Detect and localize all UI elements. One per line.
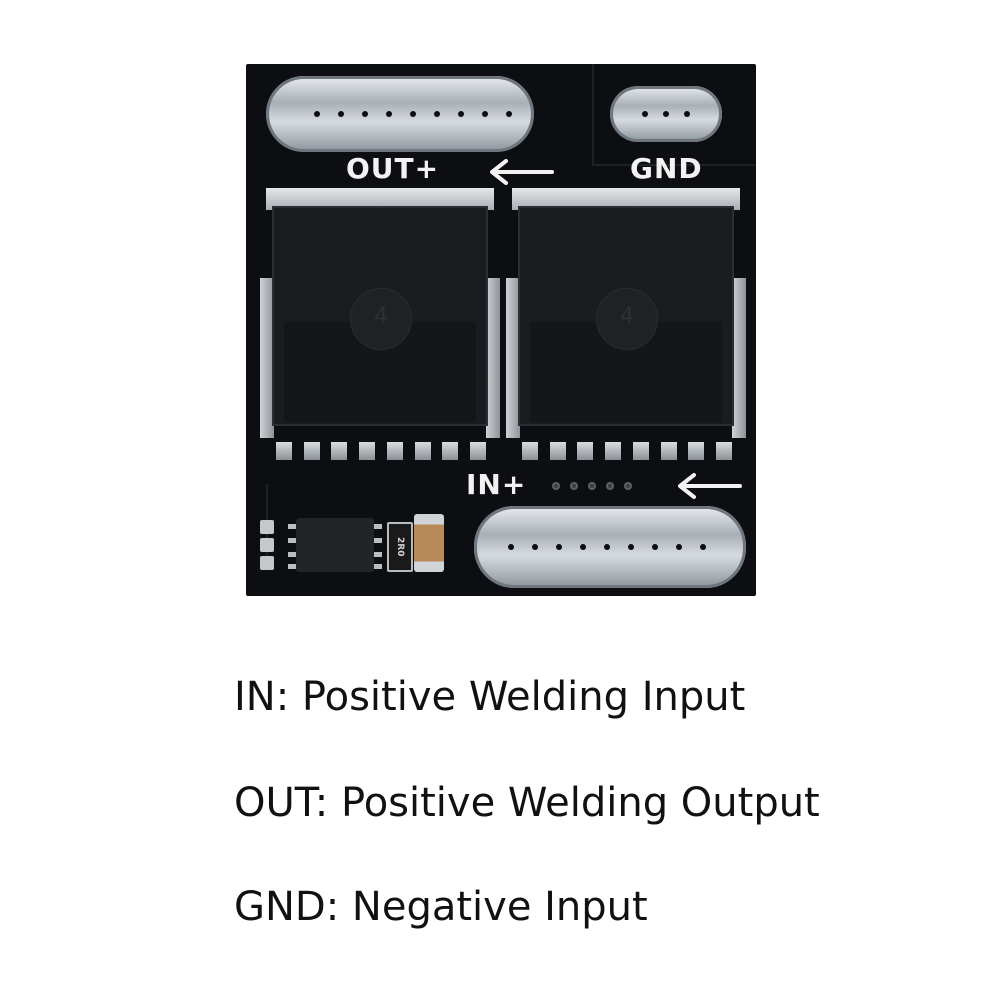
- pad-hole: [508, 544, 514, 550]
- left-arrow-icon: [490, 159, 554, 185]
- mosfet-pin: [276, 442, 292, 460]
- pad-hole: [604, 544, 610, 550]
- mosfet-pin: [303, 442, 320, 460]
- pad-hole: [628, 544, 634, 550]
- mosfet-tab: [512, 188, 740, 210]
- pad-hole: [580, 544, 586, 550]
- caption-out: OUT: Positive Welding Output: [234, 780, 820, 826]
- chip-leg: [288, 552, 296, 557]
- mosfet-pin: [469, 442, 486, 460]
- mosfet-side-lead: [260, 278, 274, 438]
- mosfet-pin: [715, 442, 732, 460]
- mosfet-pin: [605, 442, 622, 460]
- via: [570, 482, 578, 490]
- in-solder-pad: [474, 506, 746, 588]
- pad-hole: [386, 111, 392, 117]
- via: [552, 482, 560, 490]
- pad-hole: [700, 544, 706, 550]
- chip-leg: [288, 538, 296, 543]
- mosfet-pin: [331, 442, 348, 460]
- pad-hole: [684, 111, 690, 117]
- mosfet-side-lead: [486, 278, 500, 438]
- chip-leg: [288, 524, 296, 529]
- mosfet-tab: [266, 188, 494, 210]
- pad-hole: [556, 544, 562, 550]
- via: [588, 482, 596, 490]
- mosfet-side-lead: [506, 278, 520, 438]
- ic-chip: [296, 518, 374, 572]
- pad-hole: [338, 111, 344, 117]
- capacitor: [414, 514, 444, 572]
- chip-leg: [374, 564, 382, 569]
- mosfet-right: 4: [506, 188, 746, 460]
- chip-leg: [288, 564, 296, 569]
- mosfet-pin: [359, 442, 376, 460]
- smd-pad: [260, 520, 274, 534]
- pad-hole: [458, 111, 464, 117]
- pad-hole: [663, 111, 669, 117]
- gnd-label: GND: [630, 152, 703, 185]
- board-trace: [592, 164, 756, 166]
- mosfet-pin: [442, 442, 459, 460]
- board-trace: [592, 64, 594, 164]
- mosfet-left: 4: [260, 188, 500, 460]
- mosfet-pin: [632, 442, 649, 460]
- smd-pad: [260, 556, 274, 570]
- caption-in: IN: Positive Welding Input: [234, 674, 746, 720]
- mosfet-marking: 4: [596, 288, 658, 350]
- pad-hole: [410, 111, 416, 117]
- mosfet-pins: [522, 442, 732, 462]
- gnd-solder-pad: [610, 86, 722, 142]
- pad-hole: [652, 544, 658, 550]
- pad-hole: [314, 111, 320, 117]
- mosfet-pin: [577, 442, 594, 460]
- pad-hole: [506, 111, 512, 117]
- caption-gnd: GND: Negative Input: [234, 884, 648, 930]
- mosfet-pin: [660, 442, 677, 460]
- mosfet-side-lead: [732, 278, 746, 438]
- smd-pad: [260, 538, 274, 552]
- resistor: 2R0: [387, 522, 413, 572]
- via: [624, 482, 632, 490]
- mosfet-pin: [522, 442, 538, 460]
- chip-leg: [374, 524, 382, 529]
- out-solder-pad: [266, 76, 534, 152]
- chip-leg: [374, 538, 382, 543]
- left-arrow-icon: [678, 473, 742, 499]
- pad-hole: [532, 544, 538, 550]
- pad-hole: [642, 111, 648, 117]
- pad-hole: [676, 544, 682, 550]
- in-label: IN+: [466, 468, 527, 501]
- out-label: OUT+: [346, 152, 440, 185]
- chip-leg: [374, 552, 382, 557]
- mosfet-pins: [276, 442, 486, 462]
- mosfet-pin: [549, 442, 566, 460]
- pad-hole: [434, 111, 440, 117]
- pcb-board: OUT+ GND 4 4: [246, 64, 756, 596]
- mosfet-pin: [386, 442, 403, 460]
- pad-hole: [482, 111, 488, 117]
- pad-hole: [362, 111, 368, 117]
- via: [606, 482, 614, 490]
- mosfet-marking: 4: [350, 288, 412, 350]
- mosfet-pin: [688, 442, 705, 460]
- mosfet-pin: [414, 442, 431, 460]
